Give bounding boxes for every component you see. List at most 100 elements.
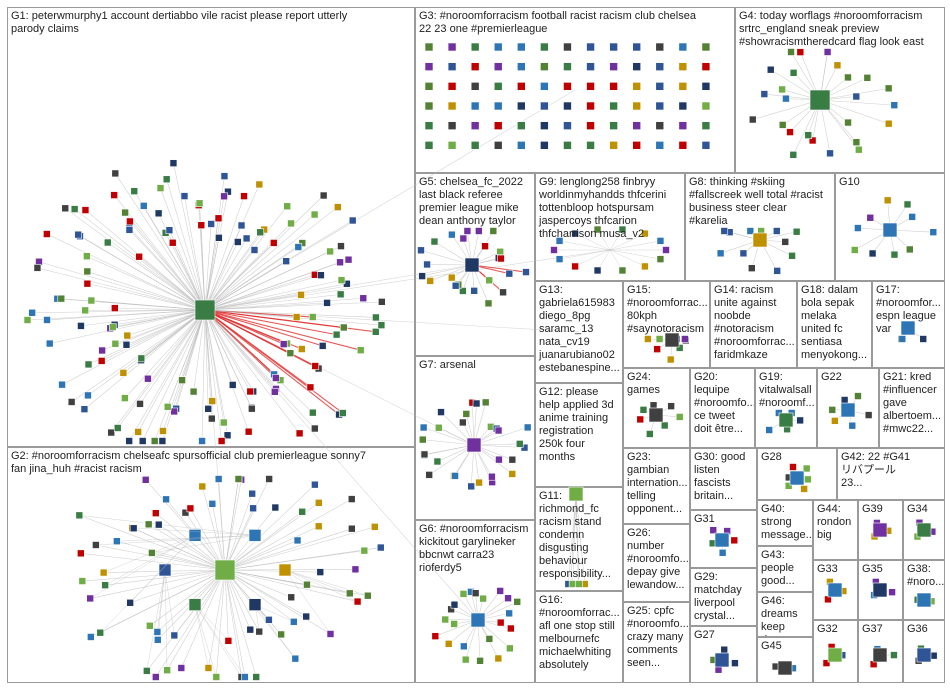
g2-node — [212, 673, 221, 681]
g1-node — [126, 217, 134, 226]
g38-hub-node — [916, 592, 932, 608]
g2-edge — [224, 569, 292, 598]
g2-edge — [224, 540, 298, 571]
g31-node — [718, 548, 727, 557]
g3-node — [540, 101, 549, 111]
g2-node — [248, 489, 256, 498]
group-cell-g27: G27 — [690, 626, 757, 683]
g27-hub-node — [714, 652, 730, 668]
g2-edge — [146, 569, 226, 672]
g6-node — [496, 587, 504, 595]
g1-edge — [204, 309, 284, 345]
g1-node — [371, 328, 380, 336]
g4-node — [786, 128, 794, 136]
g5-edge — [427, 264, 473, 266]
g1-edge — [204, 309, 314, 413]
g2-node — [249, 504, 257, 513]
g1-edge — [87, 271, 206, 311]
g2-edge — [224, 569, 229, 641]
g1-node — [336, 290, 345, 299]
g1-node — [159, 427, 167, 435]
g1-edge — [173, 309, 206, 412]
g4-node — [760, 90, 769, 98]
g1-edge — [204, 206, 338, 311]
g6-node — [494, 654, 503, 663]
g2-edge — [100, 569, 226, 633]
g1-edge — [129, 221, 206, 311]
g1-node — [67, 398, 76, 406]
g2-node — [370, 523, 379, 531]
g1-edge — [204, 294, 302, 311]
g2-edge — [254, 604, 296, 659]
g11-node — [568, 580, 577, 588]
g1-node — [339, 323, 348, 332]
g6-node — [513, 598, 522, 606]
g1-edge — [87, 283, 206, 311]
g1-node — [337, 242, 345, 250]
g2-node — [326, 630, 335, 638]
g22-node — [864, 411, 873, 419]
g6-node — [461, 655, 470, 664]
g7-node — [515, 440, 524, 448]
g1-node — [219, 418, 228, 427]
g1-node — [207, 220, 215, 228]
g1-edge — [162, 309, 206, 432]
g1-edge — [37, 267, 206, 311]
g2-hub-node — [214, 559, 236, 581]
g2-node — [92, 541, 100, 549]
g1-edge — [87, 309, 206, 396]
g2-edge — [224, 569, 331, 635]
g1-node — [58, 380, 66, 389]
g1-edge — [112, 309, 206, 328]
g28-node — [800, 485, 808, 493]
g2-node — [348, 524, 356, 533]
g1-edge — [117, 309, 206, 429]
g1-edge — [204, 297, 364, 311]
g2-edge — [116, 535, 256, 542]
g3-node — [470, 101, 480, 111]
g4-node — [748, 115, 757, 124]
g1-node — [130, 187, 139, 195]
g7-edge — [473, 427, 528, 446]
g10-node — [854, 224, 862, 232]
g2-node — [87, 633, 95, 641]
g3-node — [563, 141, 572, 150]
g5-node — [470, 287, 478, 295]
g1-node — [242, 234, 251, 243]
g2-edge — [224, 528, 352, 571]
g1-node — [61, 204, 70, 213]
g1-node — [103, 238, 112, 247]
g9-edge — [559, 249, 611, 260]
g1-edge — [126, 309, 206, 346]
g2-edge — [224, 569, 242, 678]
g1-edge — [204, 223, 212, 311]
g4-node — [766, 65, 775, 74]
g3-node — [701, 42, 711, 52]
g7-node — [523, 423, 532, 432]
g4-node — [890, 101, 899, 109]
g5-node — [423, 260, 431, 269]
g3-node — [447, 141, 457, 150]
g3-node — [586, 101, 595, 111]
g1-edge — [204, 241, 239, 311]
g1-node — [223, 431, 232, 440]
g2-edge — [90, 569, 226, 599]
g1-edge — [78, 234, 206, 311]
g2-node — [376, 543, 385, 552]
g4-node — [852, 138, 861, 146]
inter-group-edge — [204, 309, 479, 621]
g1-edge — [49, 309, 206, 344]
g3-node — [517, 101, 526, 111]
g19-node — [765, 426, 773, 434]
g1-node — [111, 304, 119, 312]
g2-edge — [224, 511, 303, 571]
g1-edge — [204, 309, 316, 367]
g2-edge — [224, 478, 239, 571]
g3-node — [447, 82, 457, 91]
g1-edge — [204, 309, 225, 423]
g2-node — [170, 631, 179, 640]
g5-node — [505, 269, 514, 278]
g2-node — [141, 475, 150, 484]
g7-node — [433, 457, 442, 466]
g3-node — [470, 82, 480, 91]
